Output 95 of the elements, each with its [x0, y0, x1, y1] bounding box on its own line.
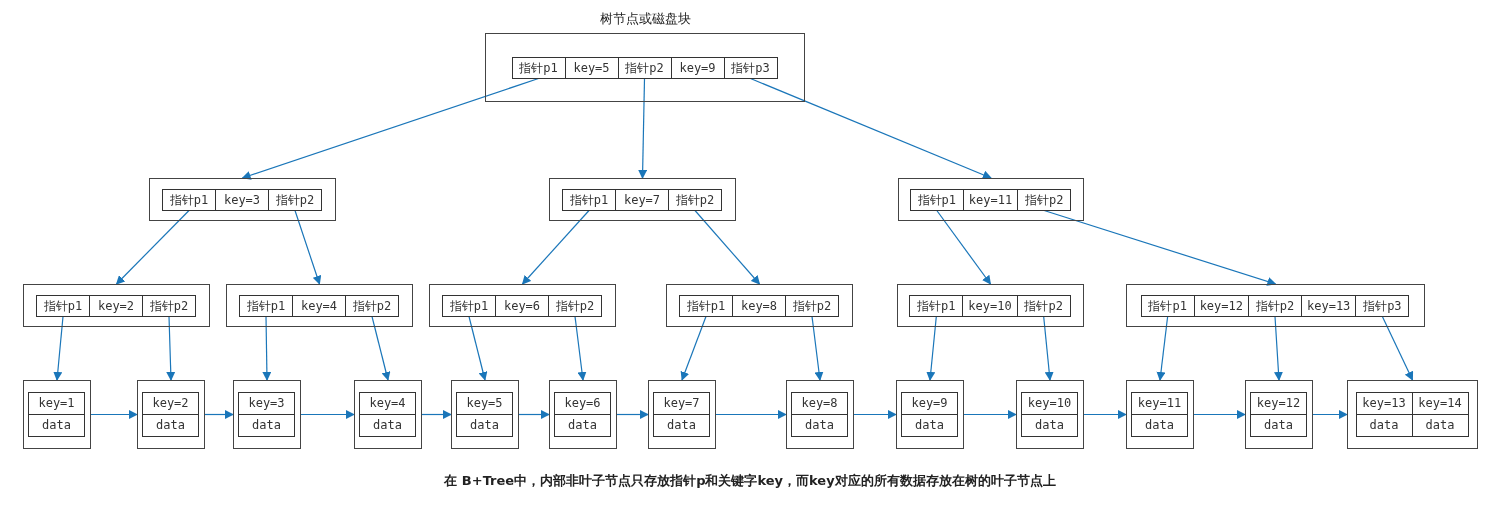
- arrow: [853, 410, 897, 419]
- node-cell: 指针p2: [617, 56, 672, 79]
- node-cell: 指针p3: [723, 56, 778, 79]
- node-cell: 指针p2: [548, 294, 602, 317]
- node-cell: key=4: [359, 391, 416, 415]
- node-heading: 树节点或磁盘块: [598, 10, 692, 28]
- node-cell: data: [653, 413, 710, 437]
- node-cell: 指针p2: [345, 294, 399, 317]
- arrow: [715, 410, 787, 419]
- arrow: [749, 77, 992, 180]
- node-cell: 指针p1: [1140, 294, 1195, 317]
- node-cell: 指针p1: [162, 188, 216, 211]
- node-cell: 指针p1: [442, 294, 496, 317]
- node-cell: key=14: [1411, 391, 1469, 415]
- node-cell: key=6: [495, 294, 549, 317]
- caption: 在 B+Tree中，内部非叶子节点只存放指针p和关键字key，而key对应的所有数据存放在树的叶子节点上: [444, 473, 1056, 488]
- arrow: [616, 410, 649, 419]
- node-cell: key=8: [732, 294, 786, 317]
- node-cell: key=9: [901, 391, 958, 415]
- arrow: [115, 209, 190, 285]
- arrow: [1043, 315, 1054, 381]
- node-cell: key=12: [1193, 294, 1249, 317]
- arrow: [694, 209, 761, 285]
- node-cell: key=13: [1301, 294, 1357, 317]
- arrow: [421, 410, 452, 419]
- node-cell: data: [1250, 413, 1307, 437]
- node-cell: key=6: [554, 391, 611, 415]
- arrow: [204, 410, 234, 419]
- node-cell: key=8: [791, 391, 848, 415]
- node-cell: 指针p1: [562, 188, 616, 211]
- arrow: [680, 315, 707, 381]
- node-cell: 指针p1: [909, 294, 964, 317]
- node-cell: 指针p2: [668, 188, 722, 211]
- node-cell: 指针p2: [142, 294, 196, 317]
- node-cell: data: [28, 413, 85, 437]
- node-cell: key=5: [564, 56, 619, 79]
- arrow: [963, 410, 1017, 419]
- arrow: [294, 209, 322, 285]
- node-cell: key=1: [28, 391, 85, 415]
- node-cell: 指针p1: [239, 294, 293, 317]
- node-cell: key=9: [670, 56, 725, 79]
- node-cell: key=5: [456, 391, 513, 415]
- node-cell: data: [1131, 413, 1188, 437]
- node-cell: key=13: [1355, 391, 1413, 415]
- node-cell: 指针p2: [1017, 188, 1072, 211]
- node-cell: key=7: [615, 188, 669, 211]
- node-cell: 指针p1: [511, 56, 566, 79]
- arrow: [166, 315, 176, 381]
- arrow: [936, 209, 992, 285]
- node-cell: data: [456, 413, 513, 437]
- arrow: [518, 410, 550, 419]
- node-cell: 指针p2: [268, 188, 322, 211]
- node-cell: key=4: [292, 294, 346, 317]
- arrow: [638, 77, 648, 179]
- arrow: [574, 315, 587, 381]
- node-cell: 指针p2: [785, 294, 839, 317]
- arrow: [926, 315, 937, 381]
- arrow: [371, 315, 391, 381]
- node-cell: data: [1355, 413, 1413, 437]
- arrow: [1381, 315, 1414, 381]
- arrow: [468, 315, 488, 381]
- node-cell: key=7: [653, 391, 710, 415]
- node-cell: key=12: [1250, 391, 1307, 415]
- node-cell: data: [142, 413, 199, 437]
- node-cell: 指针p3: [1355, 294, 1410, 317]
- node-cell: key=11: [962, 188, 1019, 211]
- node-cell: key=10: [1021, 391, 1078, 415]
- node-cell: data: [238, 413, 295, 437]
- arrow: [521, 209, 590, 285]
- node-cell: data: [901, 413, 958, 437]
- arrow: [1312, 410, 1348, 419]
- node-cell: key=10: [962, 294, 1018, 317]
- node-cell: key=2: [89, 294, 143, 317]
- arrow: [53, 315, 64, 381]
- node-cell: key=11: [1131, 391, 1188, 415]
- arrow: [811, 315, 824, 381]
- arrow: [90, 410, 138, 419]
- node-cell: key=3: [238, 391, 295, 415]
- arrow: [300, 410, 355, 419]
- node-cell: 指针p1: [36, 294, 90, 317]
- arrow: [1193, 410, 1246, 419]
- node-cell: data: [359, 413, 416, 437]
- node-cell: key=3: [215, 188, 269, 211]
- node-cell: data: [554, 413, 611, 437]
- node-cell: data: [791, 413, 848, 437]
- arrow: [1083, 410, 1127, 419]
- node-cell: 指针p2: [1016, 294, 1071, 317]
- arrow: [262, 315, 272, 381]
- node-cell: key=2: [142, 391, 199, 415]
- arrow: [1274, 315, 1283, 381]
- node-cell: 指针p1: [679, 294, 733, 317]
- arrow: [1156, 315, 1169, 381]
- node-cell: 指针p1: [909, 188, 964, 211]
- node-cell: data: [1021, 413, 1078, 437]
- node-cell: 指针p2: [1248, 294, 1302, 317]
